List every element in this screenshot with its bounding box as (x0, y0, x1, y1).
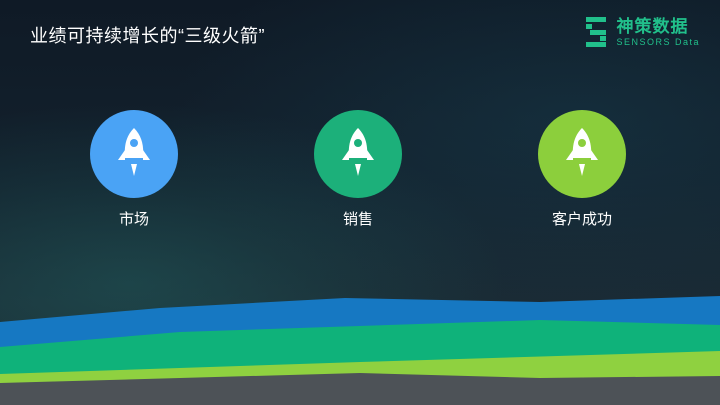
rocket-market-circle (90, 110, 178, 198)
rocket-label-sales: 销售 (342, 211, 373, 228)
slide-title: 业绩可持续增长的“三级火箭” (30, 26, 265, 46)
logo-en-text: SENSORS Data (616, 36, 700, 47)
ground (0, 373, 720, 405)
brand-logo: 神策数据 SENSORS Data (582, 14, 700, 50)
rocket-success-circle (538, 110, 626, 198)
rocket-icon (118, 128, 150, 176)
sensors-logo-icon (586, 17, 607, 47)
rocket-icon (566, 128, 598, 176)
rocket-label-customer-success: 客户成功 (551, 211, 612, 228)
rocket-sales-circle (314, 110, 402, 198)
logo-cn-text: 神策数据 (616, 16, 689, 36)
rocket-label-market: 市场 (118, 211, 149, 228)
rocket-icon (342, 128, 374, 176)
